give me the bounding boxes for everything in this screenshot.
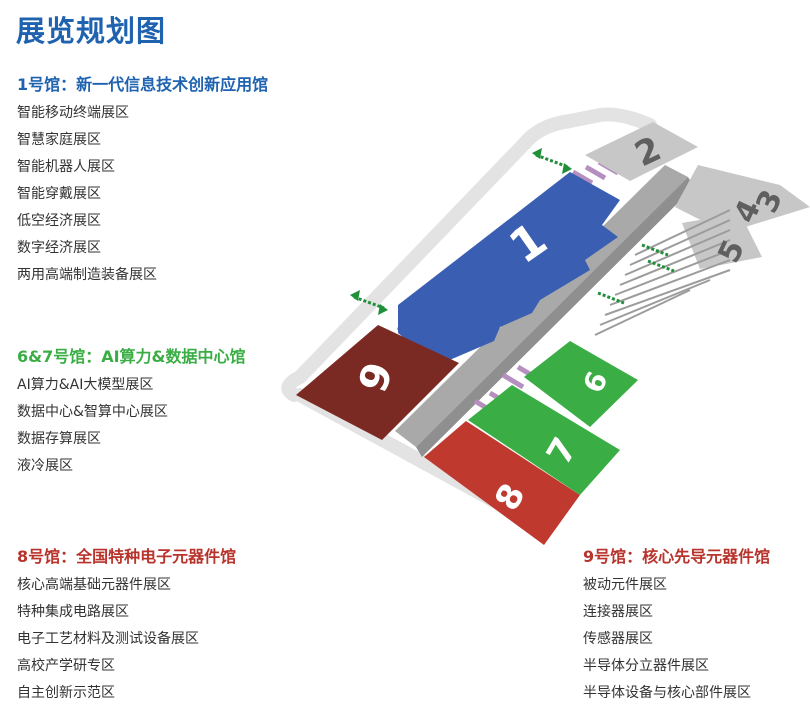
hall8-zone-item: 高校产学研专区 [17, 658, 115, 674]
hall1-zone-item: 两用高端制造装备展区 [17, 267, 157, 283]
exit-arrow-left [353, 295, 385, 310]
hall-5 [682, 213, 762, 269]
hall-3-4 [675, 165, 810, 233]
exhibition-map: 1 2 4 3 5 6 7 8 9 [281, 107, 810, 545]
hall8-zone-list: 核心高端基础元器件展区特种集成电路展区电子工艺材料及测试设备展区高校产学研专区自… [17, 572, 236, 707]
hall1-zone-item: 智能机器人展区 [17, 159, 115, 175]
hall8-zone-item: 特种集成电路展区 [17, 604, 129, 620]
exit-arrow-top [535, 153, 569, 169]
hall1-zone-item: 智能穿戴展区 [17, 186, 101, 202]
hall1-zone-item: 数字经济展区 [17, 240, 101, 256]
hall9-zone-item: 半导体设备与核心部件展区 [583, 685, 751, 701]
hall-8 [424, 421, 580, 545]
hall67-zone-list: AI算力&AI大模型展区数据中心&智算中心展区数据存算展区液冷展区 [17, 372, 246, 480]
hall8-zone-item: 核心高端基础元器件展区 [17, 577, 171, 593]
hall1-zone-item: 低空经济展区 [17, 213, 101, 229]
hall9-zone-item: 半导体分立器件展区 [583, 658, 709, 674]
hall67-zone-item: AI算力&AI大模型展区 [17, 377, 154, 393]
hall-2 [585, 122, 698, 181]
hall-1 [398, 172, 620, 365]
exit-arrow-top-head2 [562, 163, 572, 174]
hall1-title: 1号馆：新一代信息技术创新应用馆 [17, 75, 269, 94]
hall8-zone-item: 自主创新示范区 [17, 685, 115, 701]
page-title: 展览规划图 [16, 14, 167, 48]
hall8-zone-item: 电子工艺材料及测试设备展区 [17, 631, 199, 647]
hall67-zone-item: 数据存算展区 [17, 431, 101, 447]
hall67-zone-item: 数据中心&智算中心展区 [17, 404, 168, 420]
hall1-zone-list: 智能移动终端展区智慧家庭展区智能机器人展区智能穿戴展区低空经济展区数字经济展区两… [17, 100, 268, 289]
hall-9 [296, 325, 459, 440]
hall1-section: 1号馆：新一代信息技术创新应用馆 智能移动终端展区智慧家庭展区智能机器人展区智能… [17, 74, 268, 289]
hall67-zone-item: 液冷展区 [17, 458, 73, 474]
hall-6 [524, 341, 638, 427]
hall-7 [468, 385, 620, 495]
exit-arrow-left-head2 [378, 304, 388, 315]
hall9-zone-item: 连接器展区 [583, 604, 653, 620]
hall1-zone-item: 智能移动终端展区 [17, 105, 129, 121]
outer-road [281, 107, 657, 402]
hall67-title: 6&7号馆：AI算力&数据中心馆 [17, 347, 246, 366]
hall8-section: 8号馆：全国特种电子元器件馆 核心高端基础元器件展区特种集成电路展区电子工艺材料… [17, 546, 236, 707]
hall9-section: 9号馆：核心先导元器件馆 被动元件展区连接器展区传感器展区半导体分立器件展区半导… [583, 546, 770, 707]
hall9-zone-item: 被动元件展区 [583, 577, 667, 593]
hall9-zone-item: 传感器展区 [583, 631, 653, 647]
corridor-shadow [416, 177, 694, 457]
exit-arrow-left-head [350, 290, 360, 301]
hall67-section: 6&7号馆：AI算力&数据中心馆 AI算力&AI大模型展区数据中心&智算中心展区… [17, 346, 246, 480]
stripes [594, 209, 731, 336]
hall1-zone-item: 智慧家庭展区 [17, 132, 101, 148]
hall9-zone-list: 被动元件展区连接器展区传感器展区半导体分立器件展区半导体设备与核心部件展区 [583, 572, 770, 707]
hall8-title: 8号馆：全国特种电子元器件馆 [17, 547, 237, 566]
exit-arrow-top-head [532, 148, 542, 159]
hall9-title: 9号馆：核心先导元器件馆 [583, 547, 771, 566]
